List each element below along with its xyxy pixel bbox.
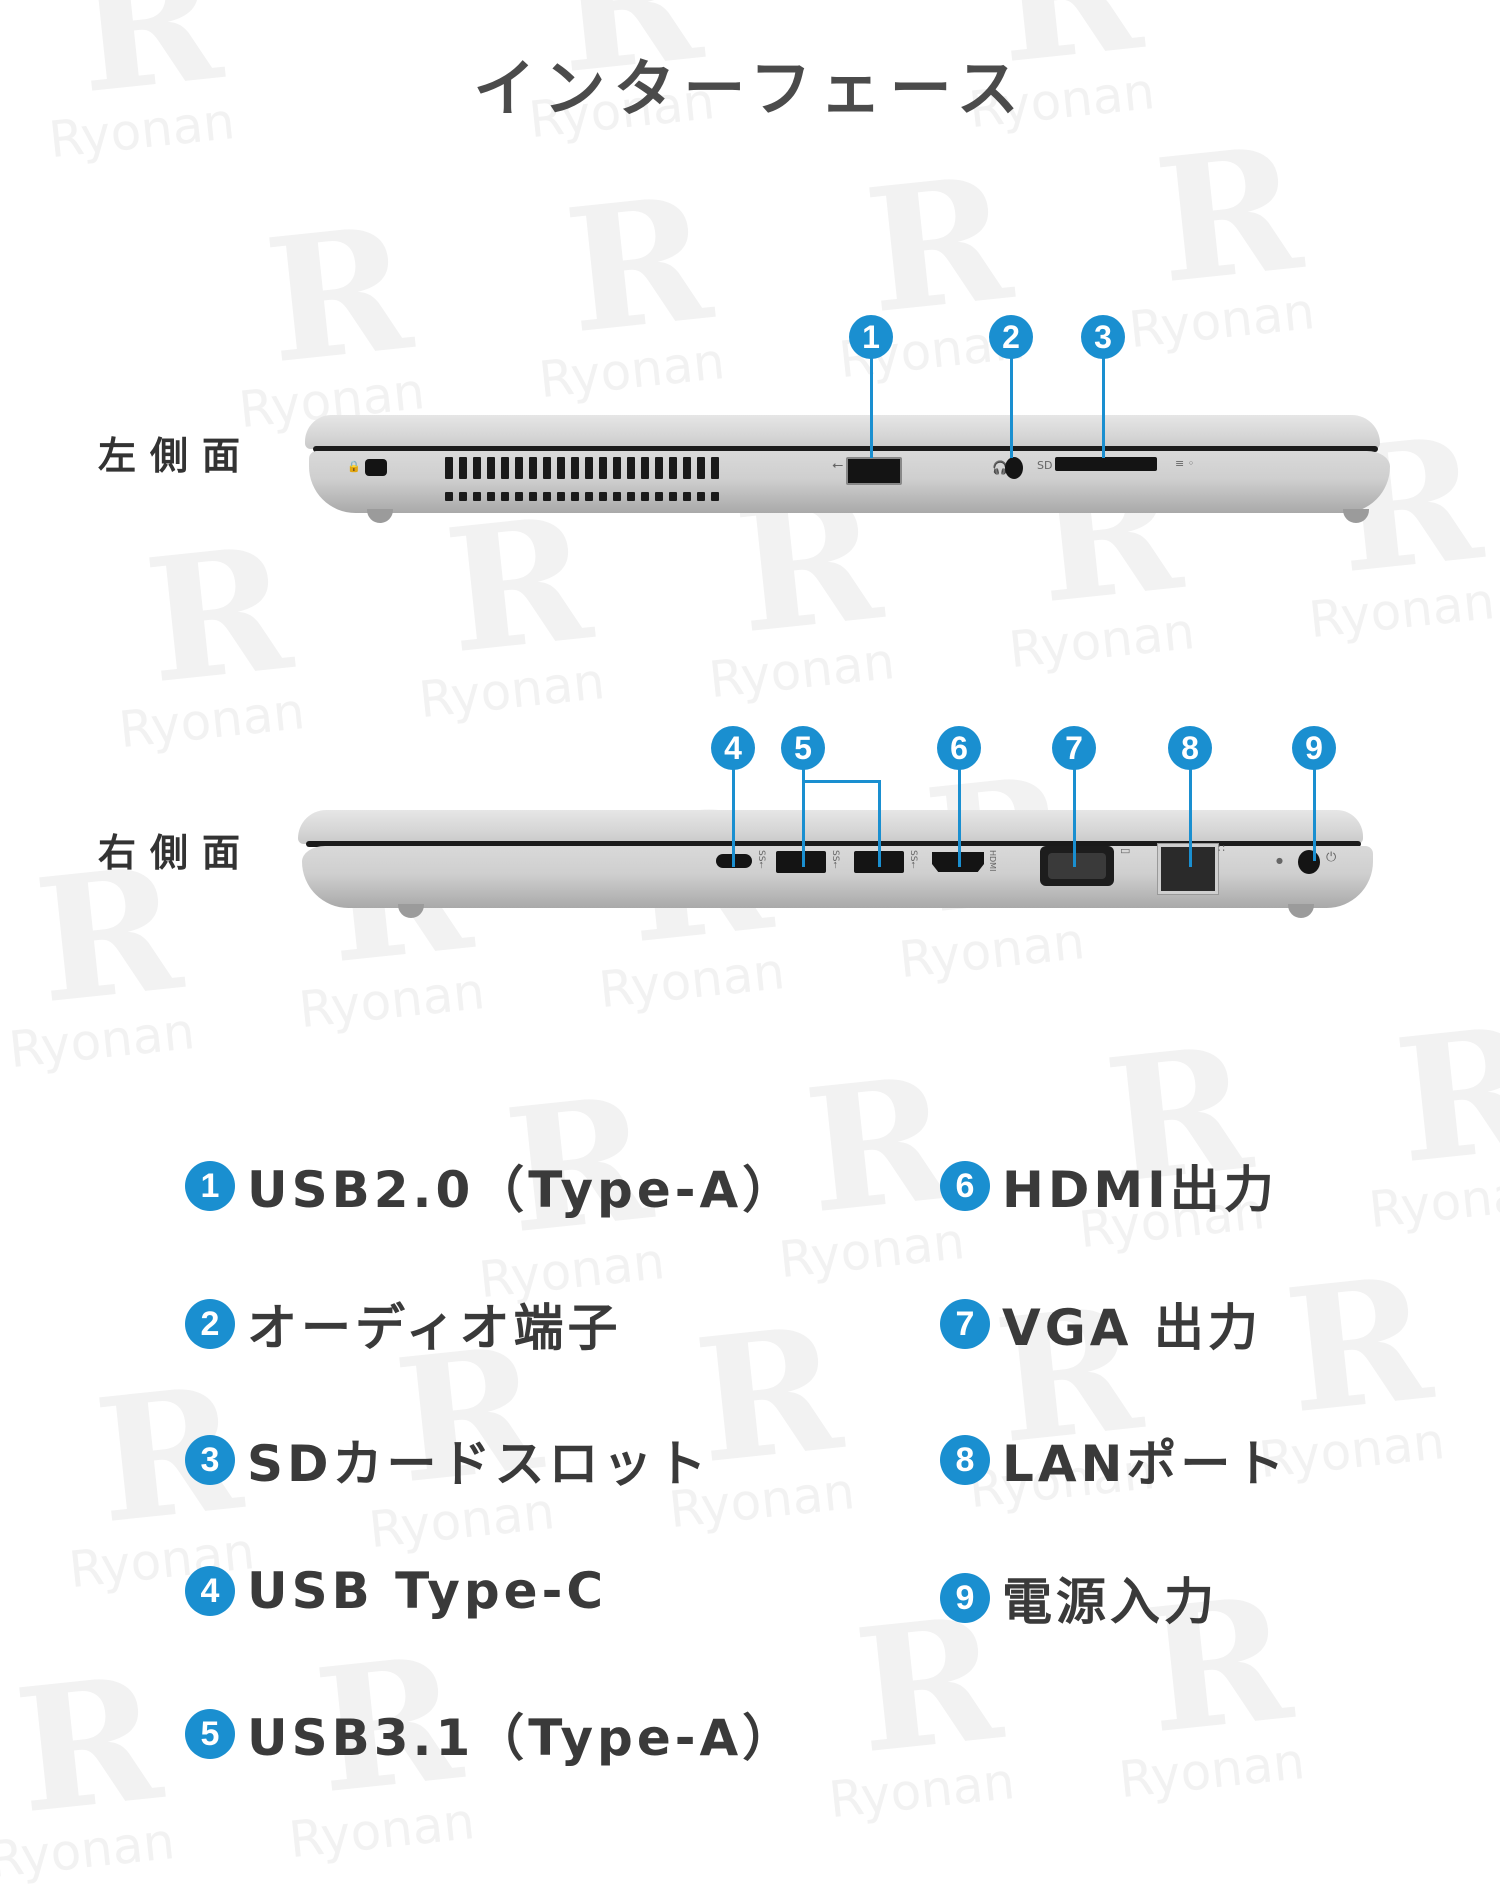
- legend-item-power: 9 電源入力: [940, 1562, 1218, 1634]
- legend-badge: 3: [185, 1435, 235, 1485]
- usb-c-icon: SS⭠: [756, 850, 766, 869]
- drive-led-icon: ≡ ◦: [1175, 457, 1195, 470]
- marker-badge-8: 8: [1168, 726, 1212, 770]
- sd-card-slot: [1055, 457, 1157, 471]
- leader-line-5a: [802, 769, 805, 867]
- leader-line-3: [1102, 358, 1105, 458]
- network-icon: ∷: [1218, 842, 1225, 855]
- usb-icon: ⭠: [832, 457, 844, 473]
- usb2-port: [846, 457, 902, 485]
- marker-badge-7: 7: [1052, 726, 1096, 770]
- laptop-foot: [1343, 509, 1369, 523]
- vent-lower: [445, 492, 719, 501]
- laptop-foot: [1288, 904, 1314, 918]
- leader-bracket-5: [802, 780, 880, 783]
- marker-badge-4: 4: [711, 726, 755, 770]
- power-led: ●: [1276, 856, 1283, 865]
- legend-label: VGA 出力: [1002, 1299, 1262, 1357]
- legend-badge: 4: [185, 1566, 235, 1616]
- leader-line-2: [1010, 358, 1013, 458]
- legend-label: USB3.1（Type-A）: [247, 1709, 797, 1767]
- left-side-label: 左側面: [98, 434, 255, 478]
- marker-badge-1: 1: [849, 315, 893, 359]
- legend-label: USB2.0（Type-A）: [247, 1161, 797, 1219]
- headphone-icon: 🎧: [992, 461, 1009, 476]
- audio-jack: [1005, 457, 1023, 479]
- marker-badge-2: 2: [989, 315, 1033, 359]
- leader-line-1: [870, 358, 873, 458]
- legend-label: 電源入力: [1002, 1573, 1218, 1631]
- laptop-foot: [367, 509, 393, 523]
- laptop-left-side-view: 🔒 ⭠ 🎧 SD ≡ ◦: [305, 415, 1390, 523]
- legend-label: HDMI出力: [1002, 1161, 1278, 1219]
- monitor-icon: ▭: [1120, 844, 1131, 857]
- usb3-port-a: [776, 851, 826, 873]
- legend-label: USB Type-C: [247, 1562, 608, 1620]
- page-title: インターフェース: [473, 52, 1027, 125]
- laptop-lid: [305, 415, 1380, 449]
- legend-item-usbc: 4 USB Type-C: [185, 1562, 607, 1620]
- legend-label: LANポート: [1002, 1435, 1289, 1493]
- power-plug-icon: ⏻: [1326, 850, 1337, 865]
- lid-seam: [306, 841, 1361, 847]
- legend-badge: 9: [940, 1573, 990, 1623]
- ss-usb-icon: SS⭠: [908, 850, 918, 869]
- legend-label: オーディオ端子: [247, 1299, 622, 1357]
- marker-badge-5: 5: [781, 726, 825, 770]
- marker-badge-9: 9: [1292, 726, 1336, 770]
- leader-line-9: [1313, 769, 1316, 861]
- legend-label: SDカードスロット: [247, 1435, 711, 1493]
- hdmi-icon: HDMI: [988, 850, 997, 872]
- legend-badge: 2: [185, 1299, 235, 1349]
- leader-line-4: [732, 769, 735, 867]
- marker-badge-3: 3: [1081, 315, 1125, 359]
- legend-item-hdmi: 6 HDMI出力: [940, 1150, 1278, 1222]
- legend-badge: 5: [185, 1709, 235, 1759]
- leader-line-8: [1189, 769, 1192, 867]
- laptop-lid: [298, 810, 1363, 844]
- vga-port: [1040, 846, 1114, 886]
- power-jack: [1298, 850, 1320, 874]
- security-lock-slot: [365, 459, 387, 476]
- legend-badge: 7: [940, 1299, 990, 1349]
- legend-badge: 1: [185, 1161, 235, 1211]
- legend-item-vga: 7 VGA 出力: [940, 1288, 1262, 1360]
- leader-line-5b: [878, 780, 881, 867]
- legend-item-audio: 2 オーディオ端子: [185, 1288, 622, 1360]
- laptop-foot: [398, 904, 424, 918]
- legend-item-lan: 8 LANポート: [940, 1424, 1288, 1496]
- lock-icon: 🔒: [347, 460, 361, 473]
- ss-usb-icon: SS⭠: [830, 850, 840, 869]
- legend-badge: 6: [940, 1161, 990, 1211]
- right-side-label: 右側面: [98, 831, 255, 875]
- leader-line-7: [1073, 769, 1076, 867]
- laptop-right-side-view: SS⭠ SS⭠ SS⭠ HDMI ▭ ∷ ● ⏻: [298, 810, 1373, 918]
- marker-badge-6: 6: [937, 726, 981, 770]
- vent-upper: [445, 457, 719, 479]
- lid-seam: [313, 446, 1378, 452]
- legend-item-sd: 3 SDカードスロット: [185, 1424, 711, 1496]
- legend-badge: 8: [940, 1435, 990, 1485]
- leader-line-6: [958, 769, 961, 867]
- legend-item-usb2: 1 USB2.0（Type-A）: [185, 1150, 796, 1222]
- sd-icon: SD: [1037, 459, 1053, 472]
- lan-port: [1157, 843, 1219, 895]
- legend-item-usb3: 5 USB3.1（Type-A）: [185, 1698, 796, 1770]
